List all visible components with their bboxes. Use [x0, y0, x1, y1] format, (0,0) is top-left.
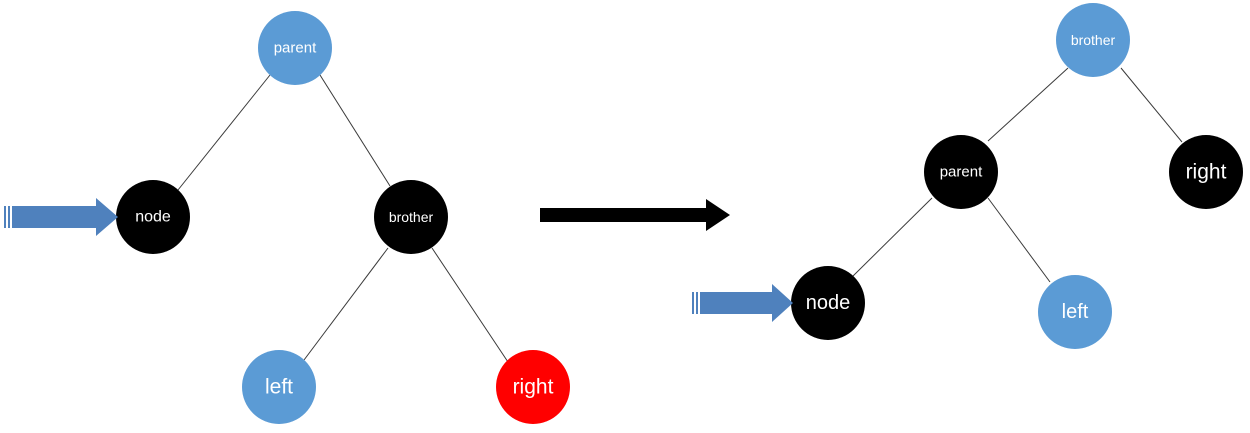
- edge-brother-right: [1120, 67, 1183, 143]
- node-parent: parent: [258, 11, 332, 85]
- edge-parent-left: [987, 197, 1051, 283]
- node-right: right: [496, 350, 570, 424]
- node-node-label: node: [806, 292, 851, 314]
- node-node: node: [791, 266, 865, 340]
- edge-parent-node: [851, 197, 933, 278]
- edge-parent-brother: [319, 74, 391, 187]
- edge-parent-node: [177, 74, 271, 191]
- node-brother-label: brother: [389, 209, 434, 225]
- node-brother: brother: [1056, 3, 1130, 77]
- node-node-label: node: [135, 209, 171, 226]
- node-right-label: right: [513, 376, 554, 399]
- node-left-label: left: [1062, 301, 1089, 323]
- edge-brother-right: [431, 247, 509, 363]
- node-parent: parent: [924, 135, 998, 209]
- edge-brother-parent: [987, 67, 1069, 142]
- tree-before: parent node brother left right: [4, 11, 570, 424]
- pointer-arrow-icon: [692, 284, 793, 322]
- node-parent-label: parent: [940, 164, 983, 181]
- node-left: left: [1038, 275, 1112, 349]
- edge-brother-left: [303, 247, 389, 361]
- transform-arrow-icon: [540, 199, 730, 231]
- node-left: left: [242, 350, 316, 424]
- tree-after: brother parent right node left: [692, 3, 1243, 349]
- node-brother: brother: [374, 180, 448, 254]
- node-left-label: left: [265, 376, 293, 399]
- node-node: node: [116, 180, 190, 254]
- node-right-label: right: [1186, 161, 1227, 184]
- node-parent-label: parent: [274, 40, 317, 57]
- node-right: right: [1169, 135, 1243, 209]
- node-brother-label: brother: [1071, 32, 1116, 48]
- pointer-arrow-icon: [4, 198, 118, 236]
